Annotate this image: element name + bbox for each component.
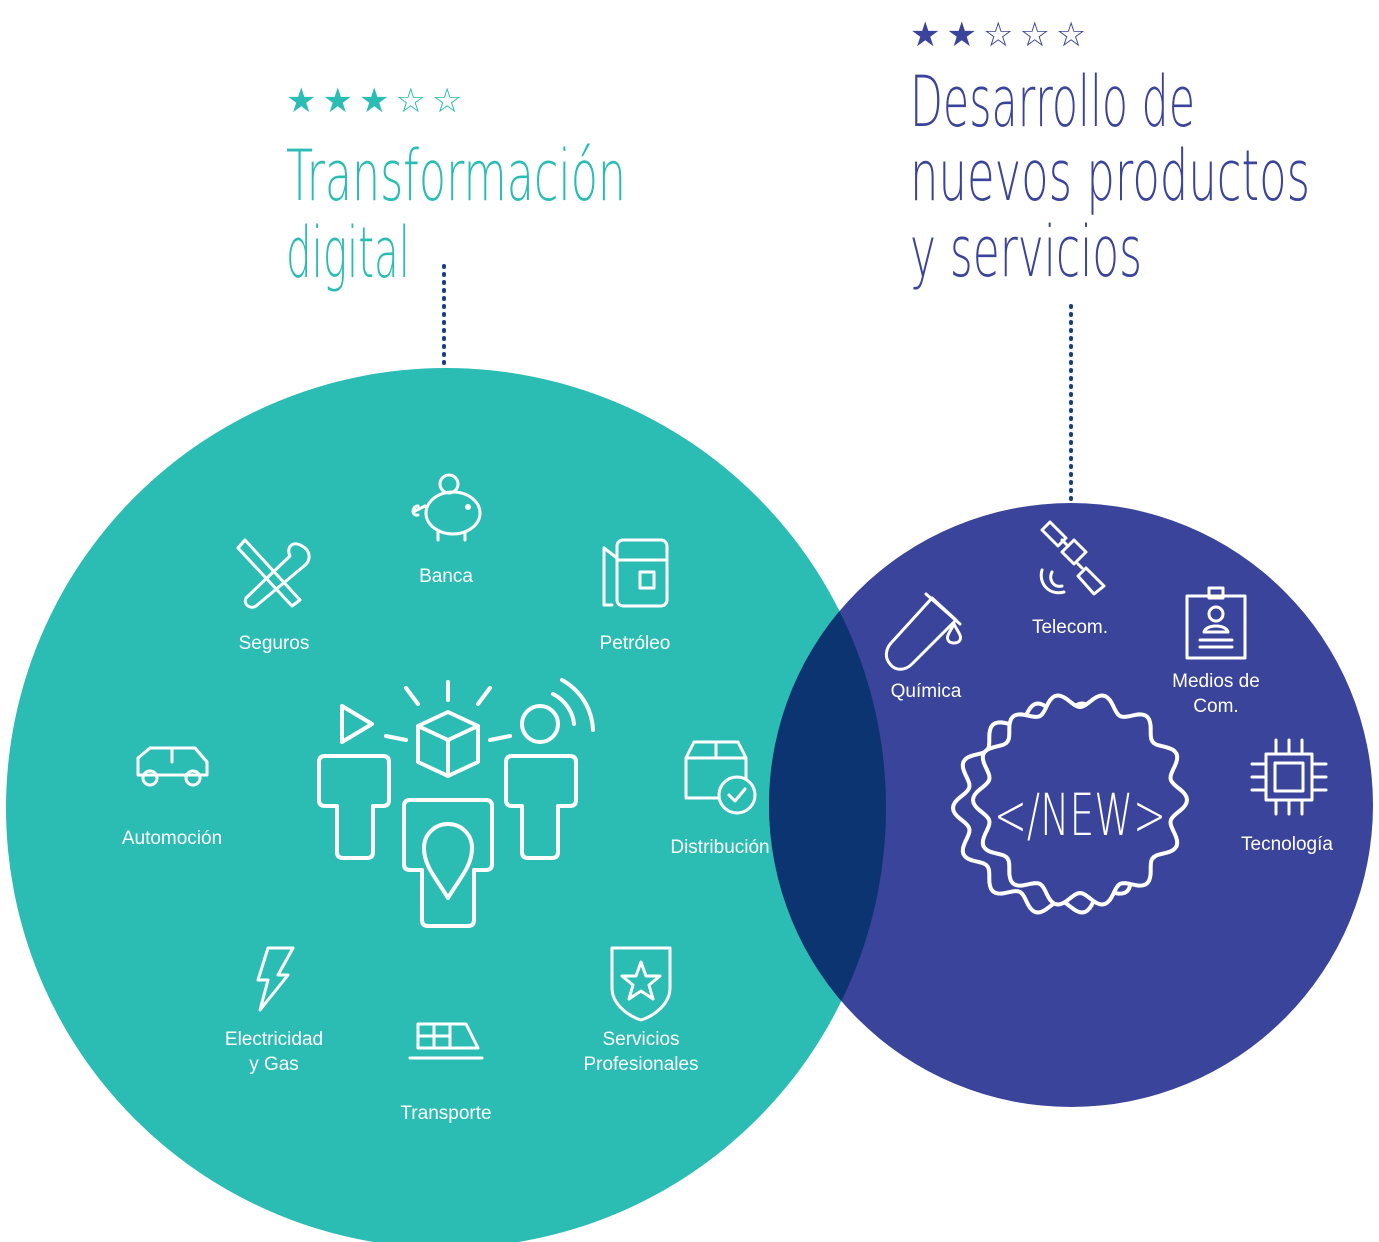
sector-label-seguros: Seguros: [239, 633, 310, 654]
sector-label-telecom: Telecom.: [1032, 617, 1108, 638]
sector-label-petroleo: Petróleo: [600, 633, 671, 654]
sector-label-distribucion: Distribución: [670, 837, 769, 858]
package-check-icon: [684, 740, 757, 815]
train-icon: [408, 1022, 484, 1060]
piggy-bank-icon: [411, 473, 482, 542]
sector-label-banca: Banca: [419, 566, 473, 587]
right-title-line-2: nuevos productos: [910, 135, 1310, 217]
shield-star-icon: [610, 946, 672, 1022]
sector-label-transporte: Transporte: [400, 1103, 491, 1124]
left-rating-stars: ★★★☆☆: [286, 81, 468, 121]
id-card-icon: [1185, 586, 1247, 660]
right-title-line-1: Desarrollo de: [910, 61, 1195, 143]
right-rating-stars: ★★☆☆☆: [910, 15, 1092, 55]
car-icon: [136, 746, 209, 787]
new-badge-text: </NEW>: [994, 781, 1166, 849]
team-innovation-icon: [317, 678, 595, 928]
lightning-icon: [256, 946, 295, 1012]
sector-label-tecnologia: Tecnología: [1241, 834, 1333, 855]
right-title-line-3: y servicios: [910, 211, 1142, 293]
sector-label-automocion: Automoción: [122, 828, 222, 849]
test-tube-icon: [884, 592, 962, 671]
new-badge-icon: [951, 693, 1189, 915]
chip-icon: [1250, 738, 1328, 816]
satellite-icon: [1039, 520, 1106, 596]
left-title-line-2: digital: [286, 212, 410, 294]
fuel-pump-icon: [602, 538, 669, 608]
left-title-line-1: Transformación: [286, 135, 626, 217]
sector-label-quimica: Química: [891, 681, 962, 702]
tools-icon: [236, 538, 311, 609]
